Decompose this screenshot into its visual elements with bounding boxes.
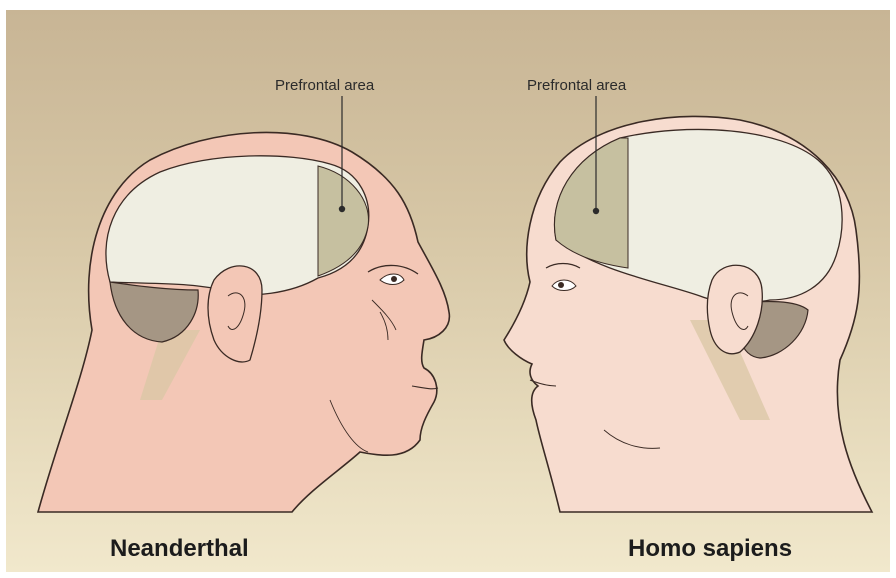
homo-sapiens-head [504,96,872,512]
neanderthal-head [38,96,449,512]
species-label-neanderthal: Neanderthal [110,535,249,563]
sapiens-callout-dot [593,208,599,214]
prefrontal-label-neanderthal: Prefrontal area [275,77,374,94]
sapiens-pupil [558,282,564,288]
neanderthal-pupil [391,276,397,282]
prefrontal-label-sapiens: Prefrontal area [527,77,626,94]
species-label-homo-sapiens: Homo sapiens [628,535,792,563]
neanderthal-callout-dot [339,206,345,212]
